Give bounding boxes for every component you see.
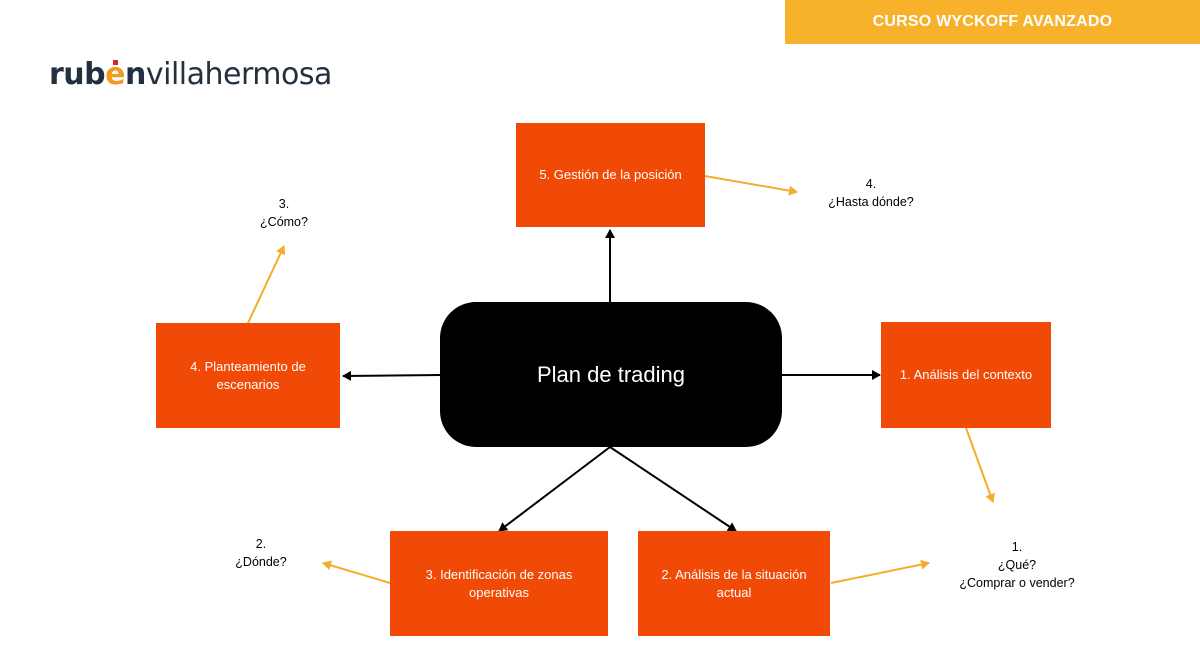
logo-text-part4: villahermosa bbox=[145, 57, 333, 92]
box-zonas-label: 3. Identificación de zonas operativas bbox=[425, 566, 573, 600]
center-node-plan: Plan de trading bbox=[440, 302, 782, 447]
question-q3-line-1: 3. bbox=[278, 197, 290, 211]
question-q3: 3. ¿Cómo? bbox=[249, 195, 319, 231]
logo-text-part2: e bbox=[105, 57, 125, 92]
question-q2: 2. ¿Dónde? bbox=[225, 535, 297, 571]
box-analisis-contexto: 1. Análisis del contexto bbox=[881, 322, 1051, 428]
question-q1-line-2: ¿Qué? bbox=[997, 558, 1037, 573]
arrow-zonas-to-q2 bbox=[322, 560, 391, 584]
arrow-escenarios-to-q3 bbox=[247, 245, 286, 324]
arrow-center-to-situacion bbox=[609, 446, 737, 532]
box-planteamiento-escenarios: 4. Planteamiento de escenarios bbox=[156, 323, 340, 428]
arrow-center-to-escenarios bbox=[342, 370, 441, 381]
arrow-center-to-zonas bbox=[498, 446, 611, 532]
box-gestion-label: 5. Gestión de la posición bbox=[539, 167, 682, 183]
box-gestion-posicion: 5. Gestión de la posición bbox=[516, 123, 705, 227]
question-q4-line-2: ¿Hasta dónde? bbox=[828, 195, 914, 210]
logo-text-part1: rub bbox=[49, 57, 106, 92]
question-q1-line-1: 1. bbox=[1011, 540, 1023, 554]
question-q2-line-1: 2. bbox=[255, 537, 267, 551]
box-analisis-situacion: 2. Análisis de la situación actual bbox=[638, 531, 830, 636]
arrow-situacion-to-q1 bbox=[830, 559, 930, 584]
question-q2-line-2: ¿Dónde? bbox=[235, 555, 287, 570]
arrow-contexto-to-q1 bbox=[965, 427, 995, 503]
box-identificacion-zonas: 3. Identificación de zonas operativas bbox=[390, 531, 608, 636]
arrow-gestion-to-q4 bbox=[704, 175, 798, 196]
box-situacion-label: 2. Análisis de la situación actual bbox=[661, 566, 807, 600]
course-banner: CURSO WYCKOFF AVANZADO bbox=[785, 0, 1200, 44]
question-q3-line-2: ¿Cómo? bbox=[260, 215, 308, 230]
center-node-label: Plan de trading bbox=[537, 361, 685, 387]
logo-dot-icon bbox=[113, 60, 119, 65]
box-contexto-label: 1. Análisis del contexto bbox=[899, 367, 1033, 383]
logo-text-part3: n bbox=[125, 57, 146, 92]
logo-accent-letter: e bbox=[105, 57, 125, 92]
question-q1: 1. ¿Qué? ¿Comprar o vender? bbox=[950, 538, 1084, 592]
question-q4-line-1: 4. bbox=[865, 177, 877, 191]
box-escenarios-label: 4. Planteamiento de escenarios bbox=[190, 358, 306, 392]
question-q1-line-3: ¿Comprar o vender? bbox=[959, 576, 1075, 591]
question-q4: 4. ¿Hasta dónde? bbox=[820, 175, 922, 211]
